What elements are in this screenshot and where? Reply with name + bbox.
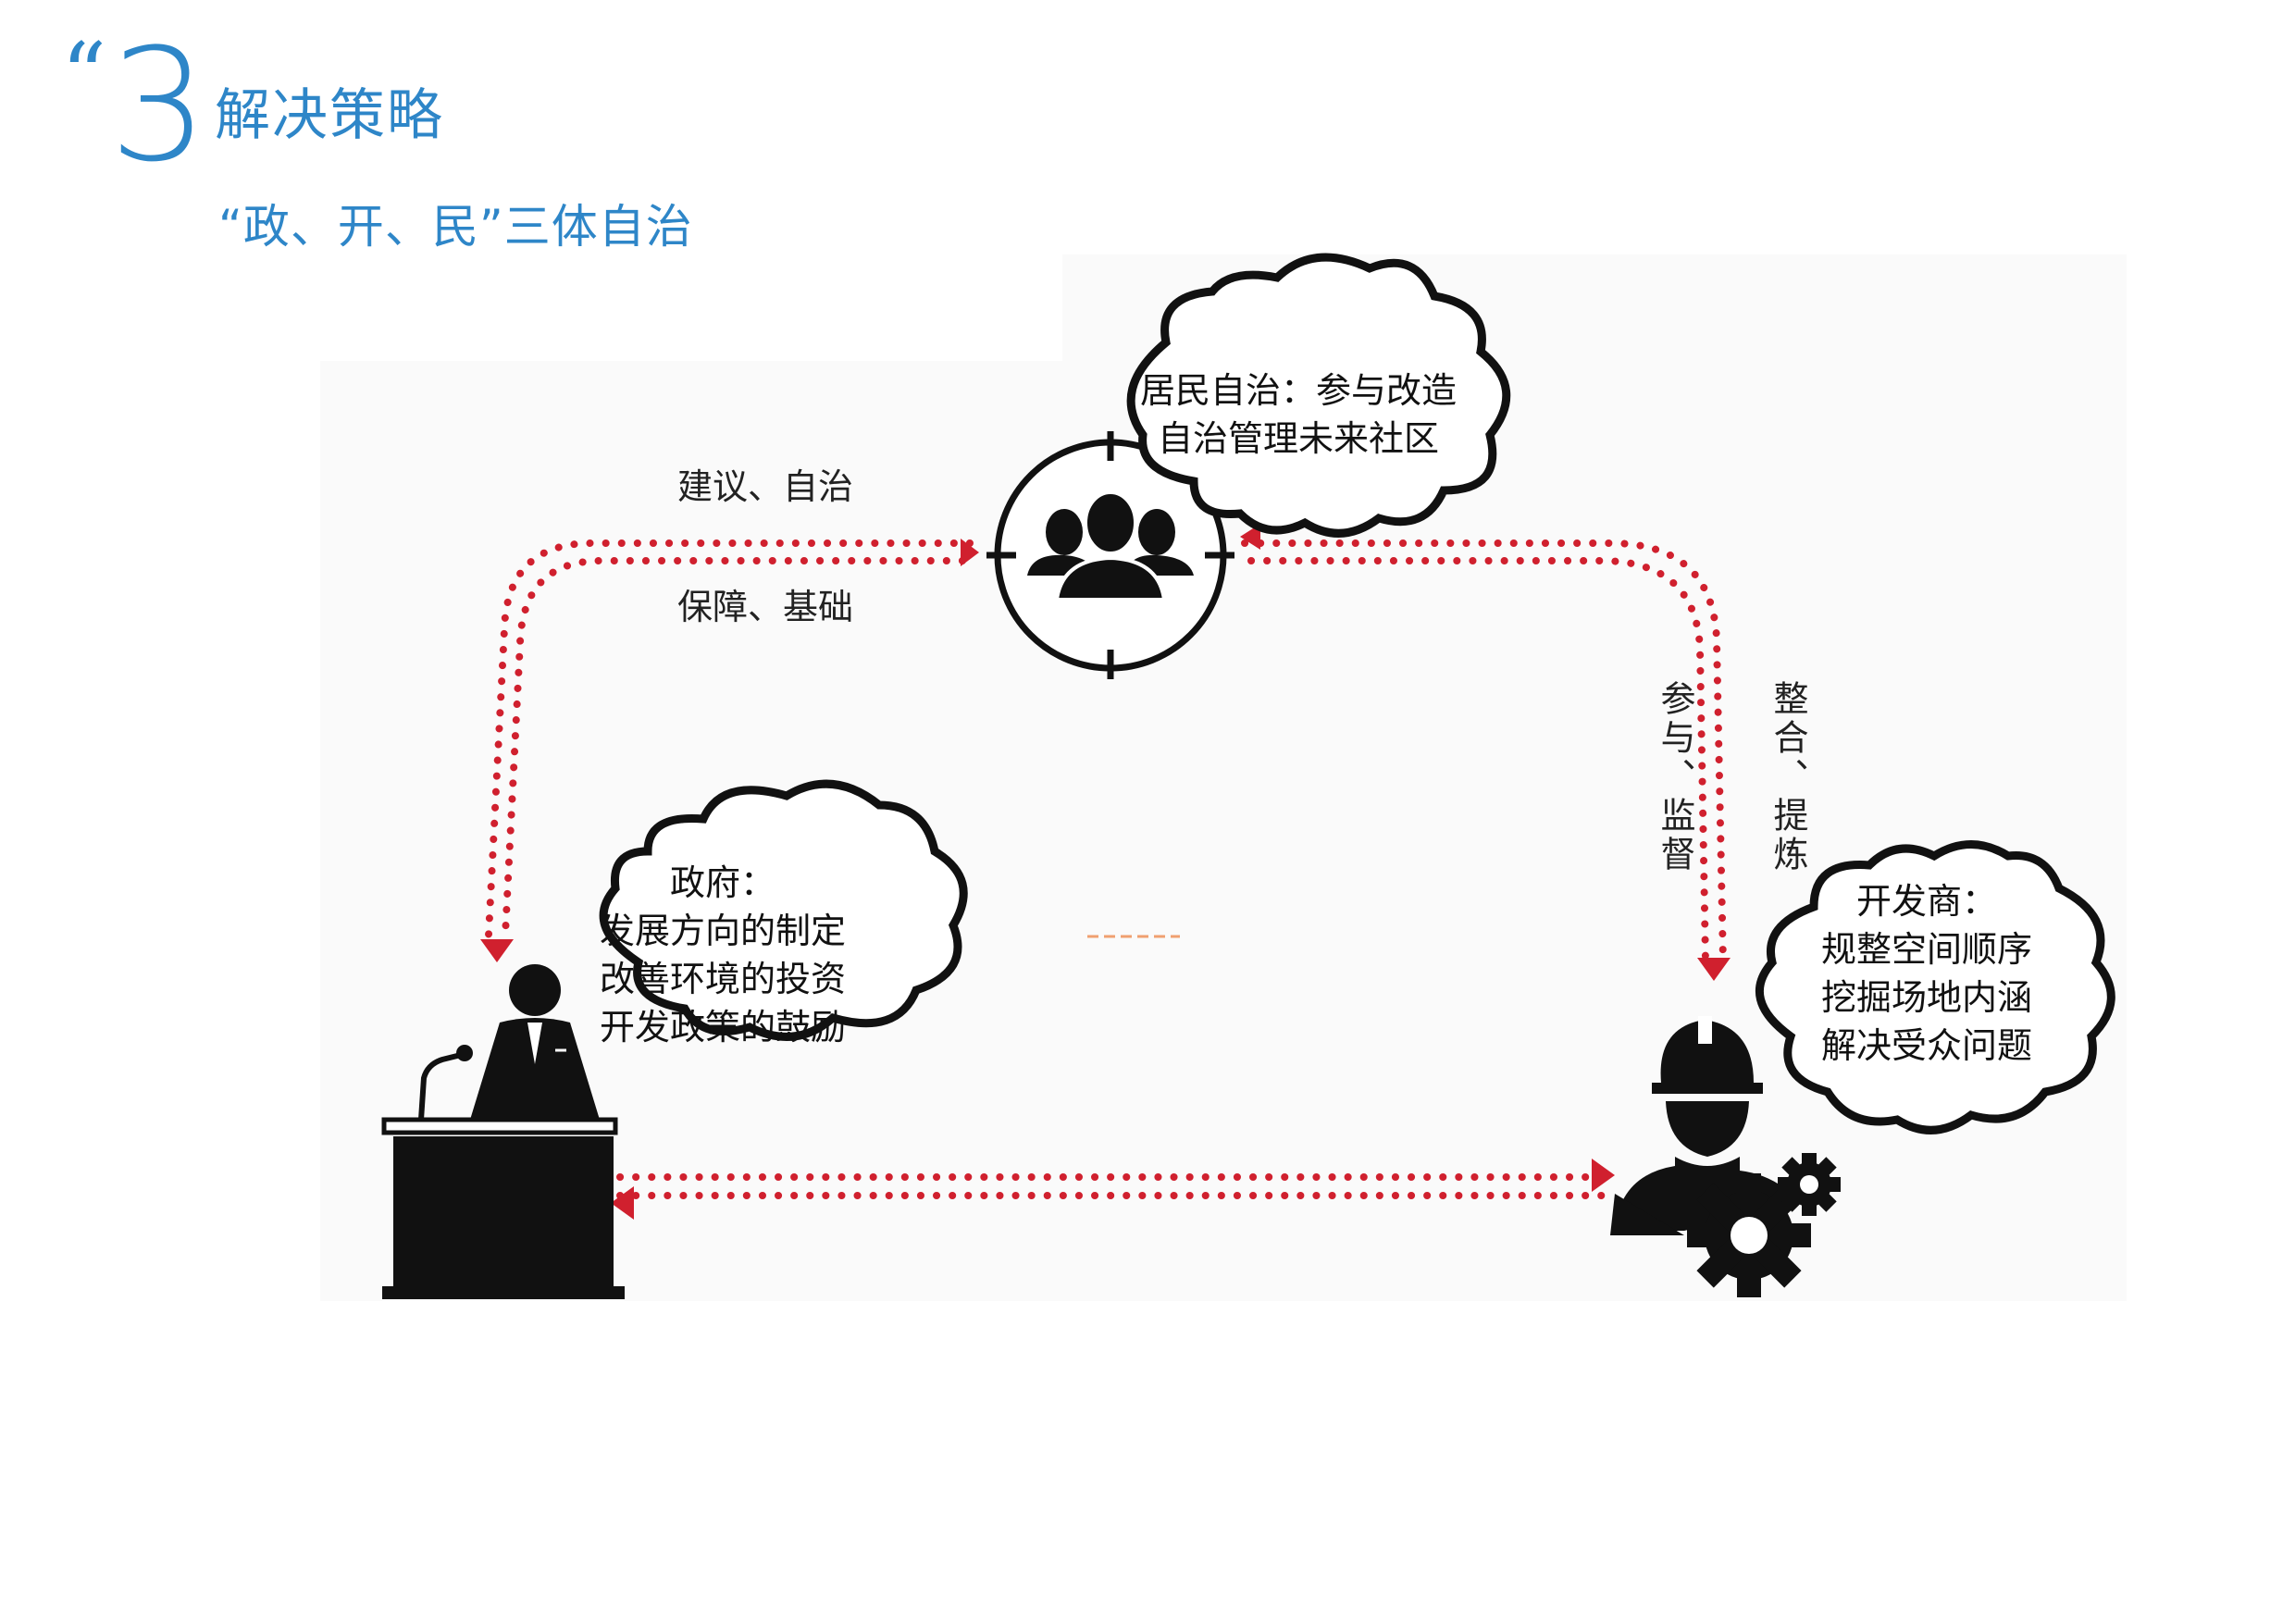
flow-residents-government-outer	[485, 539, 974, 938]
label-integrate-refine: 整合、提炼	[1768, 680, 1808, 874]
flow-residents-developer-outer	[1241, 539, 1727, 966]
developer-cloud-text: 开发商： 规整空间顺序 挖掘场地内涵 解决受众问题	[1821, 877, 2032, 1070]
developer-cloud	[1755, 840, 2115, 1134]
section-number: 3	[109, 15, 208, 196]
government-line-3: 改善环境的投资	[600, 959, 847, 999]
flow-residents-government-inner	[502, 557, 966, 938]
label-guarantee-foundation: 保障、基础	[677, 587, 854, 627]
arrow-into-residents-left	[961, 539, 979, 566]
government-line-4: 开发政策的鼓励	[600, 1007, 847, 1048]
developer-line-2: 规整空间顺序	[1821, 929, 2033, 970]
government-line-2: 发展方向的制定	[600, 911, 847, 951]
cloud-bubble-icon	[599, 253, 2115, 1134]
page-subtitle: “政、开、民”三体自治	[218, 200, 693, 254]
government-podium-icon	[381, 964, 625, 1299]
label-participate-supervise: 参与、监督	[1655, 680, 1695, 874]
developer-line-4: 解决受众问题	[1821, 1025, 2033, 1066]
arrowheads	[480, 524, 1731, 1220]
government-cloud	[599, 779, 968, 1041]
arrow-into-developer-bottom	[1592, 1159, 1615, 1192]
developer-worker-gear-icon	[1610, 1016, 1841, 1297]
arrow-into-government-bottom	[611, 1186, 634, 1220]
arrow-into-developer	[1697, 958, 1731, 981]
arrow-into-government	[480, 939, 514, 962]
developer-line-1: 开发商：	[1856, 881, 1998, 922]
dotted-flow-lines	[485, 539, 1727, 1199]
residents-group-icon	[986, 431, 1234, 679]
government-line-1: 政府：	[670, 862, 776, 903]
quote-mark: “	[61, 24, 107, 128]
arrow-into-residents-right	[1240, 524, 1260, 550]
residents-line-1: 居民自治：参与改造	[1140, 370, 1458, 411]
developer-line-3: 挖掘场地内涵	[1821, 977, 2033, 1018]
flow-residents-developer-inner	[1247, 557, 1709, 966]
residents-cloud	[1126, 253, 1511, 538]
residents-line-2: 自治管理未来社区	[1158, 418, 1440, 459]
residents-cloud-text: 居民自治：参与改造 自治管理未来社区	[1140, 366, 1457, 463]
page-title: 解决策略	[215, 83, 444, 148]
government-cloud-text: 政府： 发展方向的制定 改善环境的投资 开发政策的鼓励	[600, 859, 846, 1051]
label-suggestion-autonomy: 建议、自治	[677, 466, 854, 507]
